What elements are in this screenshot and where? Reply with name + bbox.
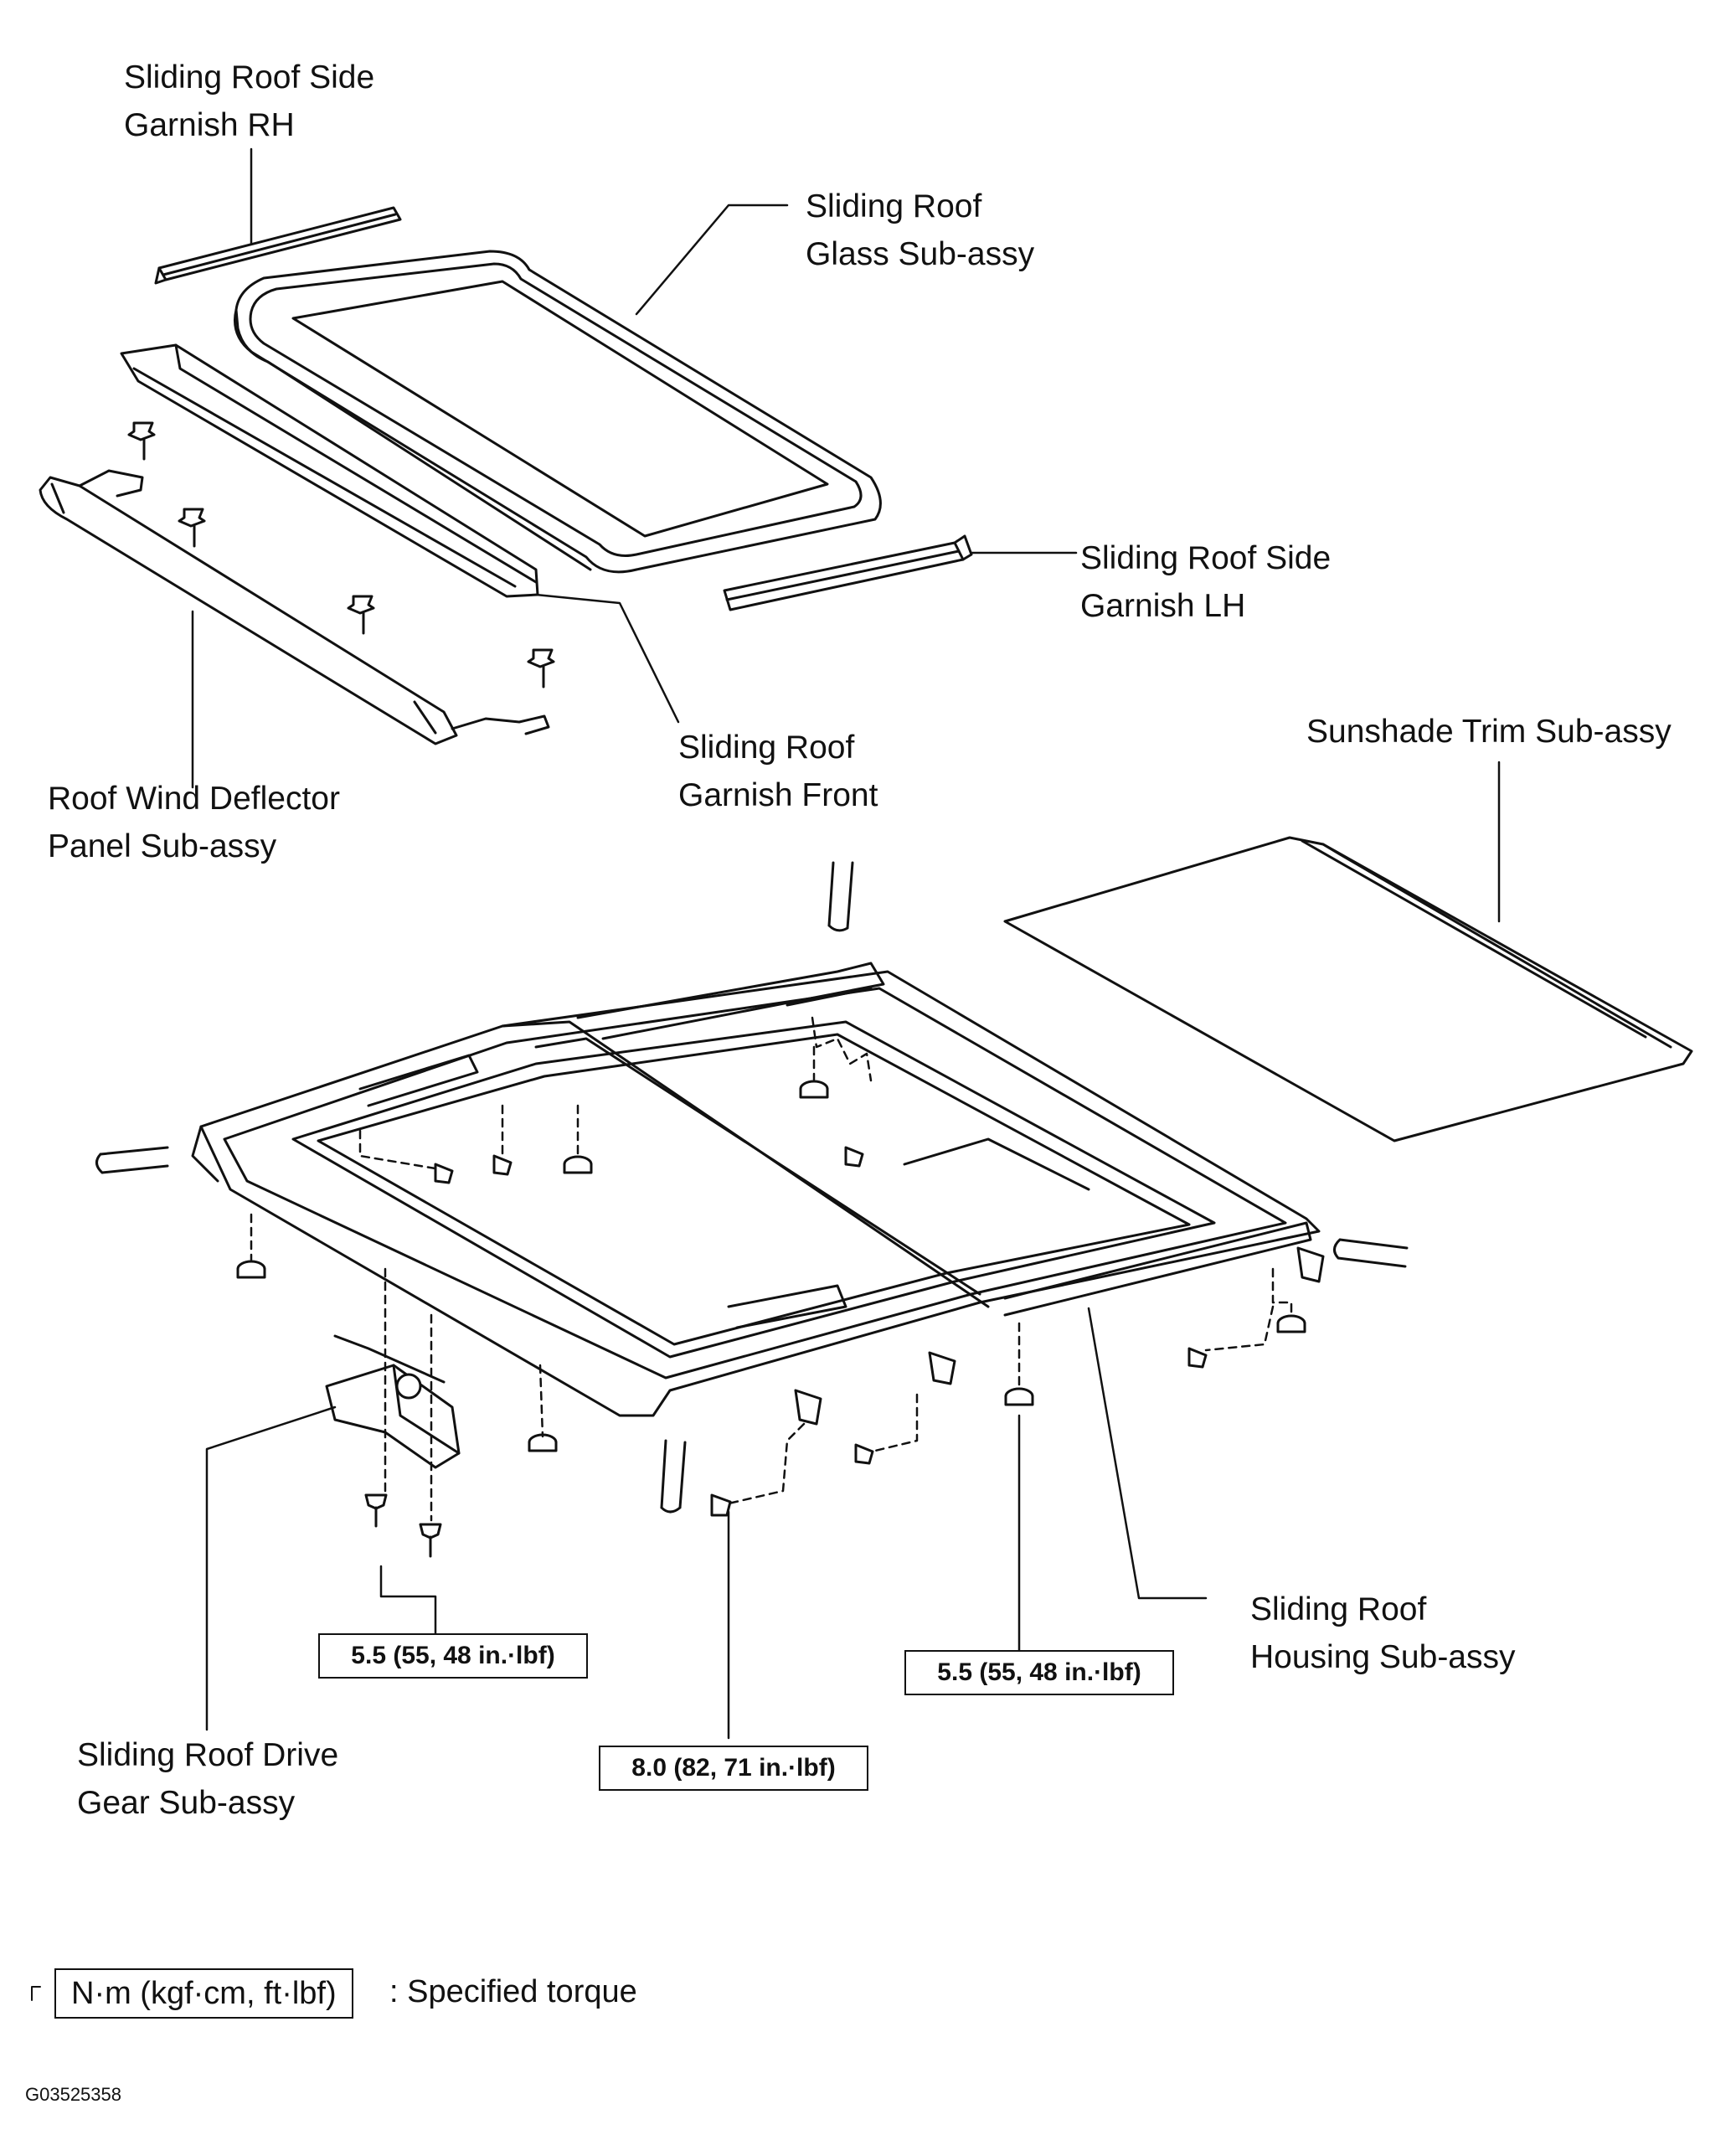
mounting-nuts <box>236 1080 1306 1452</box>
label-line: Glass Sub-assy <box>806 236 1035 272</box>
label-drive-gear: Sliding Roof Drive Gear Sub-assy <box>77 1731 338 1827</box>
legend-description: : Specified torque <box>389 1974 637 2009</box>
label-line: Sliding Roof <box>1250 1591 1427 1627</box>
label-garnish-rh: Sliding Roof Side Garnish RH <box>124 54 374 149</box>
label-line: Garnish LH <box>1080 588 1246 624</box>
mounting-bolts <box>364 1146 1208 1558</box>
label-sunshade-trim: Sunshade Trim Sub-assy <box>1306 708 1672 756</box>
brackets-c <box>794 1246 1325 1426</box>
label-line: Garnish RH <box>124 107 295 143</box>
deflector-clips <box>127 421 555 689</box>
figure-code: G03525358 <box>25 2084 121 2105</box>
leader-lines <box>191 147 1501 1740</box>
label-line: Sliding Roof Side <box>124 59 375 95</box>
label-garnish-lh: Sliding Roof Side Garnish LH <box>1080 534 1331 630</box>
assembly-dashed-lines <box>250 1016 1293 1522</box>
label-line: Gear Sub-assy <box>77 1785 296 1821</box>
label-line: Garnish Front <box>678 777 878 813</box>
label-line: Sliding Roof <box>806 188 982 224</box>
drive-gear-part <box>325 1334 461 1469</box>
label-line: Panel Sub-assy <box>48 828 277 864</box>
drain-hoses <box>95 861 1409 1514</box>
label-housing: Sliding Roof Housing Sub-assy <box>1250 1586 1516 1681</box>
corner-tick <box>31 1986 41 2001</box>
torque-box-center: 8.0 (82, 71 in.·lbf) <box>599 1746 868 1791</box>
label-line: Sliding Roof Drive <box>77 1737 339 1773</box>
legend-torque-units: N·m (kgf·cm, ft·lbf) <box>54 1968 353 2019</box>
label-line: Sunshade Trim Sub-assy <box>1306 714 1672 750</box>
roof-glass-part <box>234 250 882 574</box>
side-garnish-lh-part <box>723 534 973 611</box>
label-line: Roof Wind Deflector <box>48 781 340 817</box>
torque-box-left: 5.5 (55, 48 in.·lbf) <box>318 1633 588 1679</box>
wind-deflector-part <box>39 469 550 745</box>
roof-housing-part <box>191 962 1321 1417</box>
sunshade-trim-part <box>1003 836 1693 1142</box>
label-wind-deflector: Roof Wind Deflector Panel Sub-assy <box>48 775 340 870</box>
label-line: Housing Sub-assy <box>1250 1639 1516 1675</box>
label-line: Sliding Roof <box>678 730 855 766</box>
torque-box-right: 5.5 (55, 48 in.·lbf) <box>904 1650 1174 1695</box>
label-line: Sliding Roof Side <box>1080 540 1332 576</box>
label-glass: Sliding Roof Glass Sub-assy <box>806 183 1034 278</box>
label-garnish-front: Sliding Roof Garnish Front <box>678 724 878 819</box>
side-garnish-rh-part <box>154 206 402 285</box>
